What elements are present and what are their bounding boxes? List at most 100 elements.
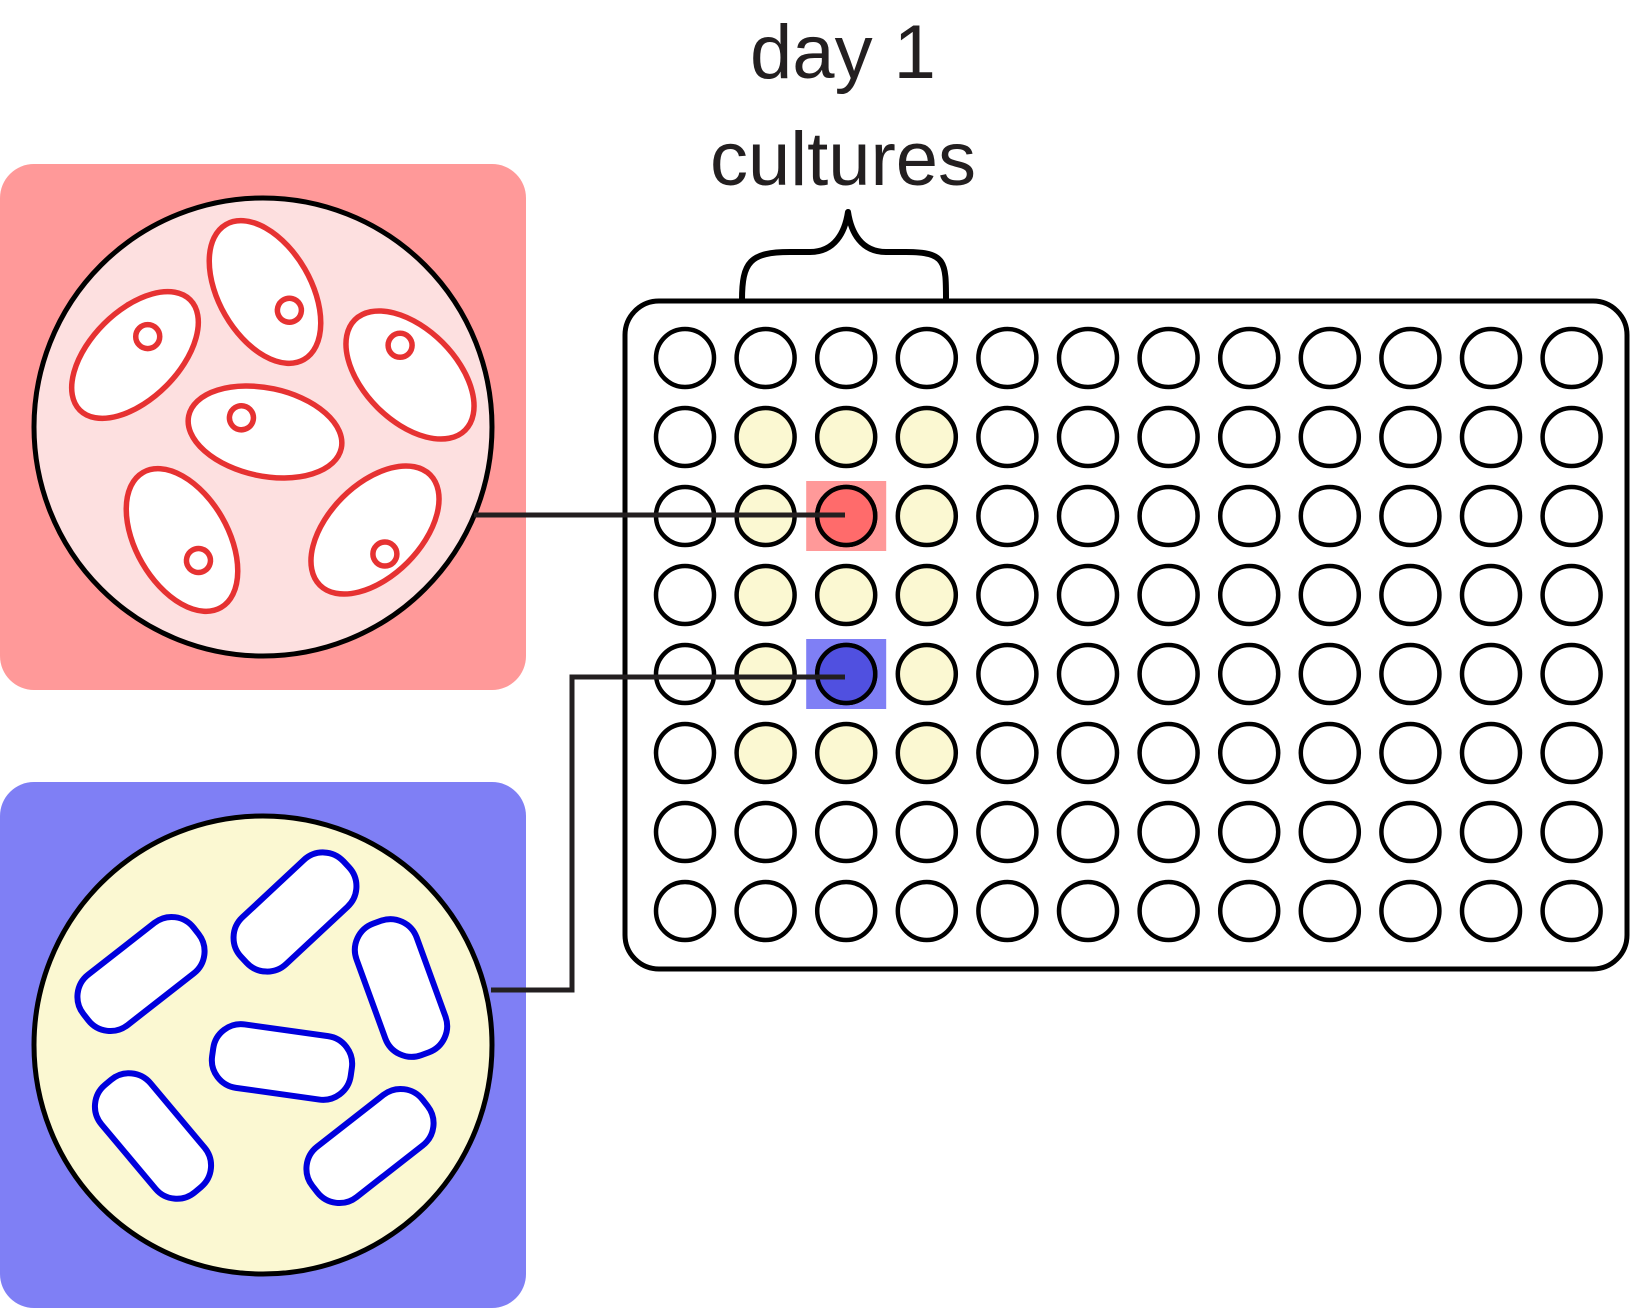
well-r6-c11 <box>1459 721 1523 785</box>
well-r6-c8 <box>1217 721 1281 785</box>
well-r5-c12 <box>1540 642 1603 706</box>
well-r7-c10 <box>1379 800 1442 864</box>
well-r2-c6 <box>1056 405 1120 469</box>
well-r7-c3 <box>814 800 878 864</box>
well-r4-c4 <box>895 563 959 627</box>
well-r1-c10 <box>1379 326 1442 390</box>
well-r7-c2 <box>734 800 797 864</box>
well-r5-c9 <box>1298 642 1362 706</box>
96-well-plate-icon <box>622 298 1630 972</box>
well-r6-c12 <box>1540 721 1603 785</box>
well-r2-c3 <box>814 405 878 469</box>
title-line-2: cultures <box>710 117 976 202</box>
well-r4-c12 <box>1540 563 1603 627</box>
cell-5 <box>123 465 241 615</box>
well-r6-c3 <box>814 721 878 785</box>
well-r6-c5 <box>976 721 1039 785</box>
well-r3-c10 <box>1379 484 1442 548</box>
well-r8-c11 <box>1459 879 1523 943</box>
well-r6-c4 <box>895 721 959 785</box>
well-r4-c11 <box>1459 563 1523 627</box>
blue-culture-panel <box>0 782 526 1308</box>
well-r2-c7 <box>1137 405 1200 469</box>
title-label: day 1 cultures <box>710 10 976 202</box>
well-r2-c11 <box>1459 405 1523 469</box>
well-r3-c6 <box>1056 484 1120 548</box>
well-r8-c7 <box>1137 879 1200 943</box>
well-r8-c6 <box>1056 879 1120 943</box>
bacterium-1 <box>74 913 208 1035</box>
well-r4-c7 <box>1137 563 1200 627</box>
well-r1-c3 <box>814 326 878 390</box>
well-r5-c8 <box>1217 642 1281 706</box>
well-r8-c5 <box>976 879 1039 943</box>
well-r5-c2 <box>734 642 797 706</box>
well-r6-c6 <box>1056 721 1120 785</box>
well-r5-c5 <box>976 642 1039 706</box>
well-r7-c8 <box>1217 800 1281 864</box>
well-r3-c12 <box>1540 484 1603 548</box>
red-culture-panel <box>0 164 526 690</box>
well-r6-c9 <box>1298 721 1362 785</box>
well-r3-c8 <box>1217 484 1281 548</box>
well-r7-c6 <box>1056 800 1120 864</box>
well-r8-c12 <box>1540 879 1603 943</box>
well-r3-c5 <box>976 484 1039 548</box>
rod-shaped-bacteria-icon <box>74 849 451 1207</box>
well-r7-c12 <box>1540 800 1603 864</box>
well-r2-c10 <box>1379 405 1442 469</box>
well-r7-c11 <box>1459 800 1523 864</box>
well-r1-c9 <box>1298 326 1362 390</box>
plate-outline <box>622 298 1630 972</box>
well-r2-c12 <box>1540 405 1603 469</box>
well-r8-c9 <box>1298 879 1362 943</box>
well-r4-c1 <box>653 563 717 627</box>
blue-selected-well <box>814 642 878 706</box>
well-r6-c7 <box>1137 721 1200 785</box>
well-r6-c10 <box>1379 721 1442 785</box>
well-r8-c3 <box>814 879 878 943</box>
well-r2-c8 <box>1217 405 1281 469</box>
well-r2-c4 <box>895 405 959 469</box>
well-r5-c10 <box>1379 642 1442 706</box>
cell-3 <box>343 308 477 442</box>
well-r5-c11 <box>1459 642 1523 706</box>
bacterium-4 <box>208 1021 356 1103</box>
well-r1-c11 <box>1459 326 1523 390</box>
well-r1-c7 <box>1137 326 1200 390</box>
curly-brace-icon <box>739 209 949 301</box>
well-r1-c4 <box>895 326 959 390</box>
well-r4-c6 <box>1056 563 1120 627</box>
bacterium-3 <box>351 916 451 1060</box>
well-r3-c9 <box>1298 484 1362 548</box>
well-r7-c5 <box>976 800 1039 864</box>
well-r1-c1 <box>653 326 717 390</box>
well-r1-c5 <box>976 326 1039 390</box>
bacterium-5 <box>91 1070 215 1202</box>
well-r4-c8 <box>1217 563 1281 627</box>
well-r4-c9 <box>1298 563 1362 627</box>
bacterium-6 <box>303 1085 437 1207</box>
well-r2-c2 <box>734 405 797 469</box>
well-r1-c2 <box>734 326 797 390</box>
well-r1-c8 <box>1217 326 1281 390</box>
well-r1-c12 <box>1540 326 1603 390</box>
well-r5-c6 <box>1056 642 1120 706</box>
well-r8-c10 <box>1379 879 1442 943</box>
well-r4-c2 <box>734 563 797 627</box>
cell-4 <box>185 383 345 481</box>
well-r4-c3 <box>814 563 878 627</box>
title-line-1: day 1 <box>750 10 936 95</box>
cell-2 <box>206 217 324 367</box>
well-r8-c2 <box>734 879 797 943</box>
well-r5-c7 <box>1137 642 1200 706</box>
well-r8-c8 <box>1217 879 1281 943</box>
well-r7-c1 <box>653 800 717 864</box>
well-r4-c10 <box>1379 563 1442 627</box>
well-r5-c4 <box>895 642 959 706</box>
blue-connector <box>491 674 845 993</box>
well-grid <box>653 326 1603 943</box>
well-r2-c1 <box>653 405 717 469</box>
well-r2-c9 <box>1298 405 1362 469</box>
